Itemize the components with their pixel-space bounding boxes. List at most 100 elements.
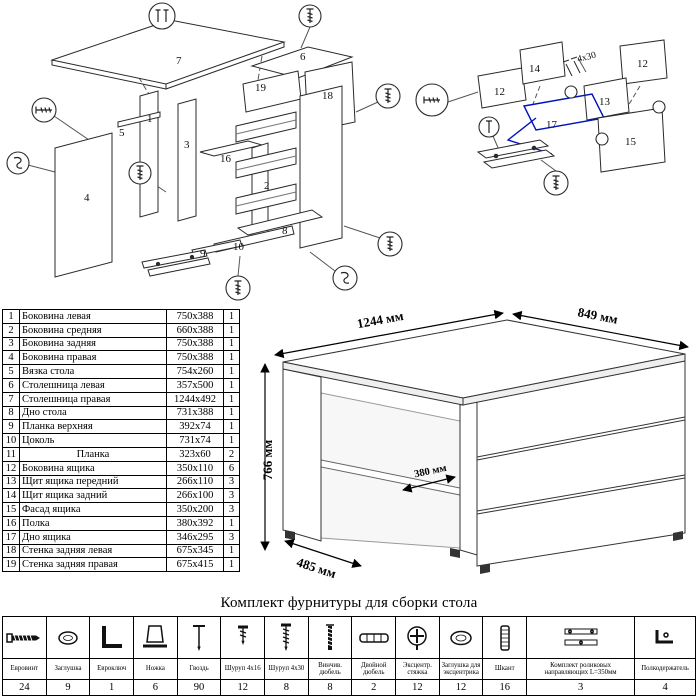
part-bottom xyxy=(236,209,324,236)
desk-3d-view: 1244 мм 849 мм 766 мм 380 мм 485 мм xyxy=(260,304,689,581)
hardware-item-qty: 12 xyxy=(455,682,467,693)
hardware-item-name: Эксцентр. стяжка xyxy=(396,659,439,680)
parts-cell-name: Столешница левая xyxy=(19,377,167,393)
drawer-separators xyxy=(476,416,686,515)
right-exploded-drawer xyxy=(447,39,668,173)
parts-cell-name: Боковина ящика xyxy=(19,460,167,476)
part-number-label: 3 xyxy=(184,139,190,151)
parts-cell-num: 8 xyxy=(2,405,20,421)
hardware-item: Евроключ 1 xyxy=(90,617,135,695)
part-number-label: 4 xyxy=(84,192,90,204)
parts-cell-name: Щит ящика задний xyxy=(19,488,167,504)
part-number-label: 10 xyxy=(233,241,245,253)
parts-cell-name: Фасад ящика xyxy=(19,502,167,517)
desk-body xyxy=(282,319,686,574)
fastener-callout xyxy=(298,4,322,28)
hardware-item-name: Гвоздь xyxy=(177,659,221,680)
hardware-item-name: Двойной дюбель xyxy=(352,659,396,680)
hardware-icon-cell xyxy=(3,617,46,659)
part-number-label: 9 xyxy=(200,248,206,260)
fastener-callout xyxy=(415,83,449,117)
parts-cell-num: 6 xyxy=(2,377,20,393)
parts-cell-size: 675x415 xyxy=(166,557,224,573)
part-drawer-facade xyxy=(597,107,666,173)
hardware-kit-title: Комплект фурнитуры для сборки стола xyxy=(220,595,478,611)
hardware-item-name: Ножка xyxy=(134,659,177,680)
parts-cell-qty: 1 xyxy=(223,322,240,338)
part-number-label: 1 xyxy=(147,113,153,125)
parts-cell-qty: 3 xyxy=(223,474,240,490)
part-top-right-panel xyxy=(50,19,286,85)
hardware-icon-cell xyxy=(635,617,696,659)
hardware-item-qty: 3 xyxy=(577,682,584,693)
hardware-item-qty: 1 xyxy=(109,682,115,693)
cap-icon xyxy=(58,630,78,645)
parts-cell-qty: 2 xyxy=(223,446,240,462)
part-number-label: 17 xyxy=(546,119,558,131)
screw-small-icon xyxy=(237,625,248,645)
parts-cell-num: 12 xyxy=(2,460,20,476)
parts-cell-num: 13 xyxy=(2,474,20,490)
desk-middle-panel xyxy=(459,401,478,556)
part-side-left xyxy=(139,90,159,218)
parts-cell-num: 3 xyxy=(2,336,20,352)
drawer-boxes xyxy=(235,111,297,215)
part-number-label: 12 xyxy=(637,58,648,70)
parts-cell-qty: 1 xyxy=(223,336,240,352)
parts-cell-num: 18 xyxy=(2,543,20,559)
hardware-item-qty: 16 xyxy=(499,682,510,693)
parts-cell-name: Боковина задняя xyxy=(19,336,167,352)
parts-cell-num: 7 xyxy=(2,391,20,407)
parts-cell-size: 380x392 xyxy=(166,515,224,531)
hardware-item-qty: 9 xyxy=(65,682,71,693)
parts-cell-name: Дно ящика xyxy=(19,529,167,545)
dim-width-label: 1244 мм xyxy=(356,308,405,331)
parts-cell-size: 750x388 xyxy=(166,350,224,366)
hardware-item-name: Заглушка xyxy=(46,659,90,680)
hexkey-icon xyxy=(101,625,122,648)
fastener-callout xyxy=(595,132,609,146)
desk-top-edge-right xyxy=(462,353,686,406)
parts-cell-num: 1 xyxy=(2,309,20,324)
left-exploded-desk xyxy=(27,19,381,278)
parts-cell-size: 266x100 xyxy=(166,488,224,504)
parts-cell-name: Планка верхняя xyxy=(19,419,167,435)
parts-cell-num: 4 xyxy=(2,350,20,366)
hardware-item-name: Шуруп 4х16 xyxy=(221,659,265,680)
parts-cell-size: 346x295 xyxy=(166,529,224,545)
assembly-guide-blue xyxy=(506,117,553,155)
hardware-item-name: Евроключ xyxy=(90,659,134,680)
hardware-icon-cell xyxy=(265,617,308,659)
parts-cell-num: 11 xyxy=(2,446,20,462)
parts-cell-name: Боковина левая xyxy=(19,309,167,324)
hardware-icon-cell xyxy=(221,617,265,659)
part-number-label: 13 xyxy=(599,96,611,108)
parts-cell-num: 9 xyxy=(2,419,20,435)
parts-cell-num: 15 xyxy=(2,502,20,517)
hardware-item-name: Евровинт xyxy=(3,659,46,680)
part-number-label: 6 xyxy=(300,51,306,63)
parts-cell-qty: 1 xyxy=(223,405,240,421)
parts-cell-qty: 1 xyxy=(223,364,240,379)
hardware-icon-cell xyxy=(396,617,439,659)
dim-depth-label: 849 мм xyxy=(577,304,620,326)
part-back-wall-left xyxy=(242,70,302,113)
part-drawer-side-right xyxy=(619,39,668,85)
parts-cell-name: Щит ящика передний xyxy=(19,474,167,490)
parts-cell-qty: 1 xyxy=(223,350,240,366)
hardware-item-name: Шуруп 4х30 xyxy=(265,659,308,680)
hardware-item-name: Винчив. дюбель xyxy=(308,659,352,680)
hardware-icon-cell xyxy=(46,617,90,659)
part-number-label: 7 xyxy=(176,55,182,67)
